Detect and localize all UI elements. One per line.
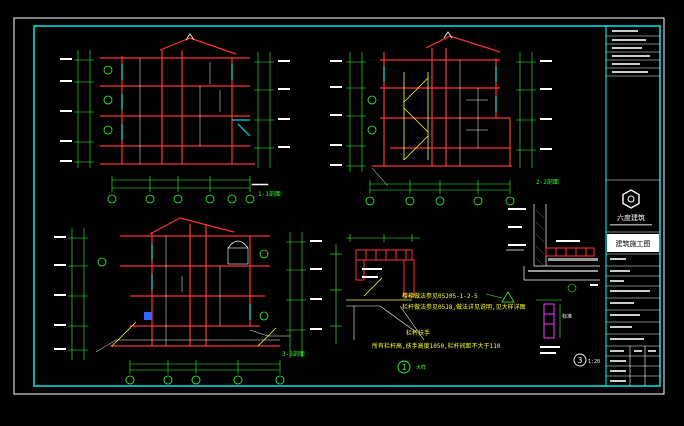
detail-3-marker: 3 [578,356,583,365]
blue-marker-icon [144,312,152,320]
section-2-2-label: 2-2剖面 [536,178,559,186]
detail-1-label: 大样 [416,364,426,371]
detail-1-marker: 1 [402,363,407,372]
company-logo-icon [622,189,640,209]
callout-triangle-icon [501,291,515,303]
section-2-2: 2-2剖面 [330,31,559,206]
detail-1-bubble [397,360,411,374]
detail-1: 楼梯做法参见05J05-1-2-5 栏杆做法参见05J8,做法详见说明,见大样详… [330,234,526,374]
inner-frame [33,25,661,387]
note-railing-height: 所有栏杆高,扶手高度1050,栏杆间距不大于110 [372,342,501,350]
detail-3-bubble [573,353,587,367]
section-3-3-label: 3-3剖面 [282,350,305,358]
company-name: 六度建筑 [617,213,645,222]
detail-3-scale: 1:20 [588,359,600,365]
note-stair-spec: 楼梯做法参见05J05-1-2-5 [402,292,478,300]
grid-bubble-icon [567,283,577,293]
detail-standard-label: 标准 [562,313,572,320]
detail-3: 标准 3 1:20 [506,204,600,367]
note-handrail: 栏杆扶手 [406,329,430,337]
stamp-text: 建筑施工图 [616,239,651,248]
title-stamp [607,234,659,252]
section-1-1-label: 1-1剖面 [258,190,281,198]
section-1-1: 1-1剖面 [60,33,290,204]
section-3-3: 3-3剖面 [54,217,322,385]
note-railing-spec: 栏杆做法参见05J8,做法详见说明,见大样详图 [402,303,526,311]
title-block: 六度建筑 建筑施工图 [605,26,660,386]
outer-frame [13,17,665,395]
